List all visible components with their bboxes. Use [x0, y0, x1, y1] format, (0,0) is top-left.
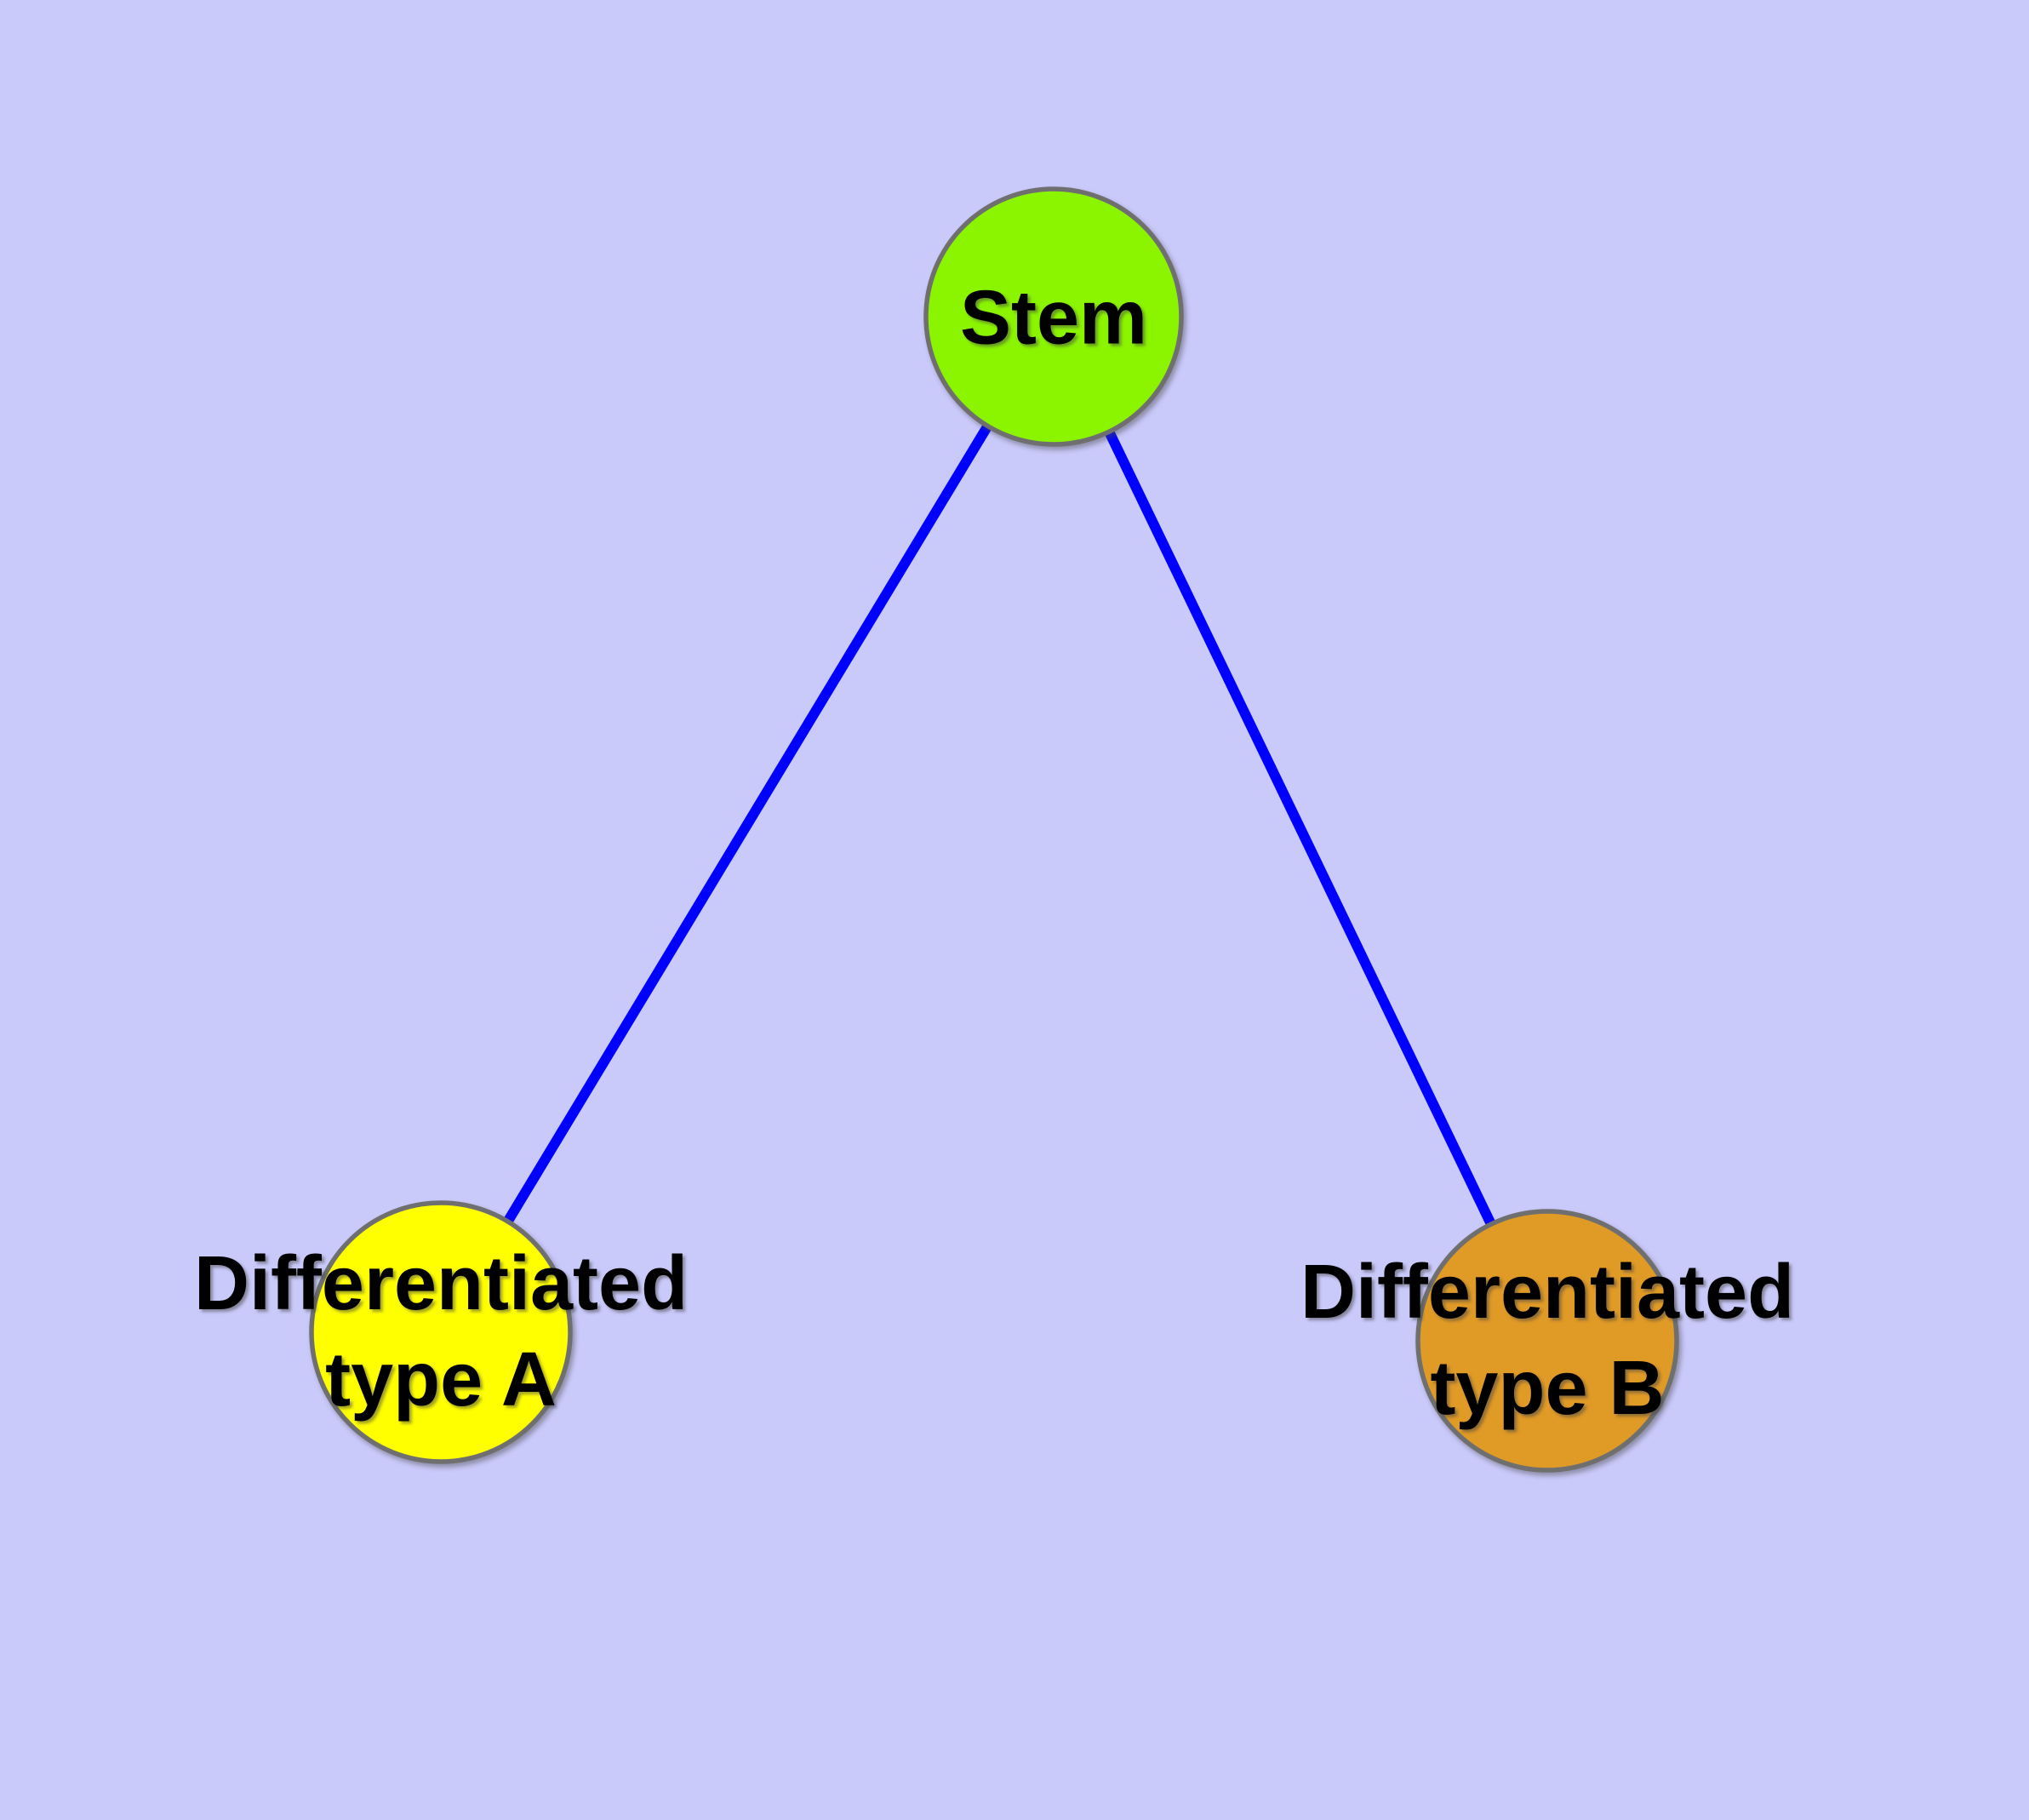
node-type-a-circle[interactable]	[309, 1200, 573, 1464]
edge-stem-to-type-a	[436, 313, 1059, 1336]
node-stem-circle[interactable]	[923, 186, 1184, 447]
edge-stem-to-type-b	[1049, 314, 1552, 1343]
node-type-b-circle[interactable]	[1415, 1209, 1679, 1473]
